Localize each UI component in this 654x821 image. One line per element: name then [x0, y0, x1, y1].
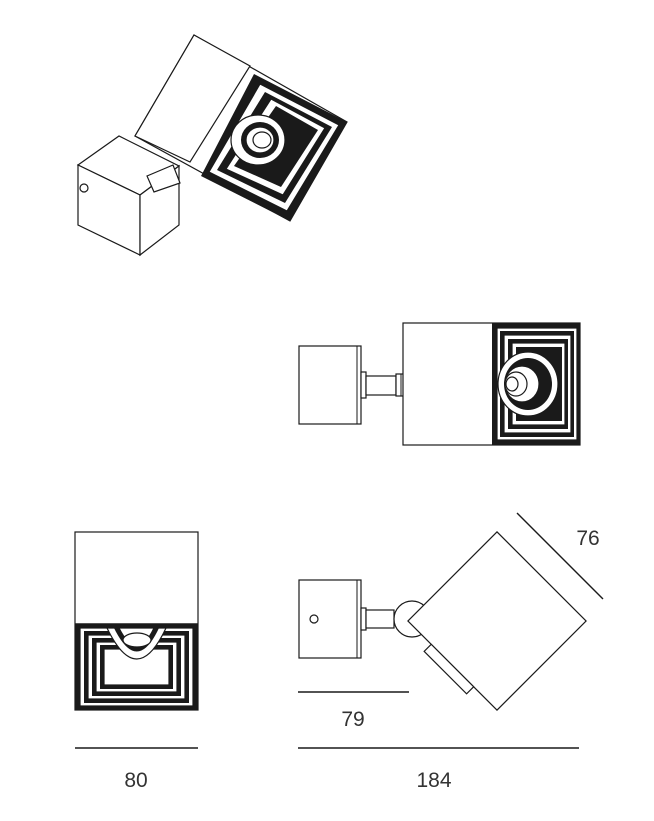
head-size-dimension-label: 76	[576, 527, 599, 550]
side-view	[298, 322, 581, 446]
front-view: 80	[74, 531, 199, 792]
head-size-dimension-line	[516, 512, 604, 600]
screw-icon	[309, 614, 319, 624]
width-dimension-label: 80	[124, 769, 147, 792]
body-depth-dimension-label: 79	[341, 708, 364, 731]
tilted-side-view: 79 184 76	[298, 512, 604, 792]
screw-icon	[79, 183, 89, 193]
total-depth-dimension-label: 184	[416, 769, 451, 792]
isometric-view	[76, 34, 348, 257]
